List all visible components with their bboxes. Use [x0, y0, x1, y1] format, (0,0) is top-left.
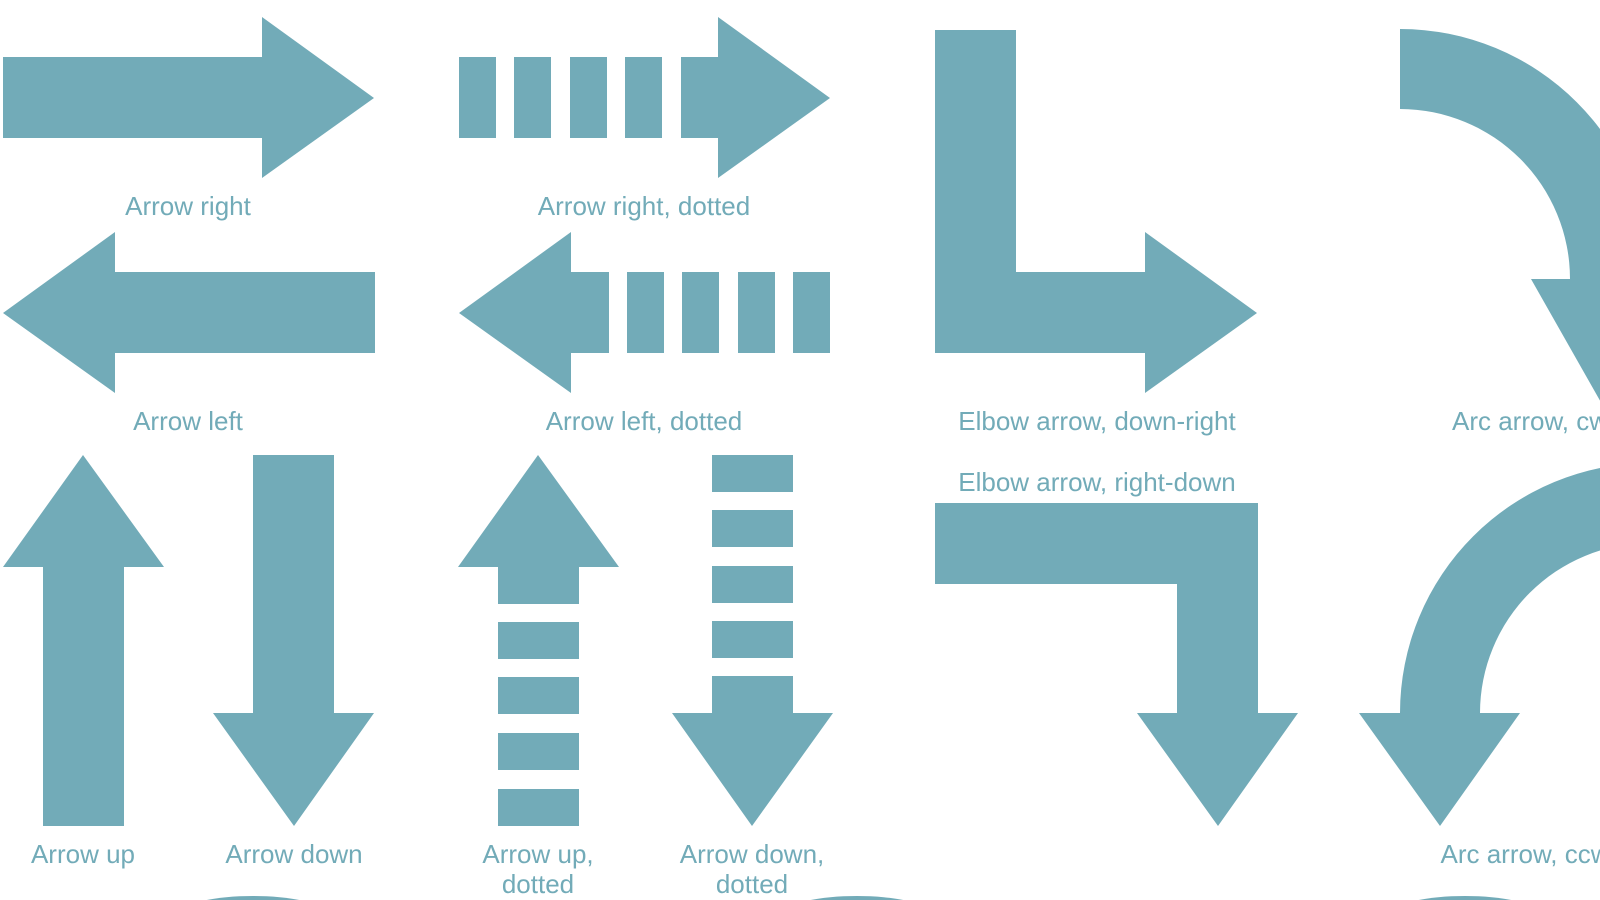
arc-arrow-cw-shape[interactable]: [1400, 29, 1600, 420]
partial-shape-1-icon: [206, 896, 300, 900]
elbow-arrow-down-right-icon: [935, 30, 1257, 393]
partial-shape-row: [206, 896, 1512, 900]
arrow-down-label: Arrow down: [225, 839, 362, 869]
arrow-up-dotted-shape[interactable]: [458, 455, 619, 826]
arrow-left-dotted-shape[interactable]: [459, 232, 830, 393]
arrow-up-dotted-icon: [458, 455, 619, 826]
arrow-up-label: Arrow up: [31, 839, 135, 869]
elbow-arrow-down-right-shape[interactable]: [935, 30, 1257, 393]
arrow-up-dotted-label-line2: dotted: [502, 869, 574, 899]
arrow-right-dotted-icon: [459, 17, 830, 178]
arrow-left-shape[interactable]: [3, 232, 375, 393]
elbow-arrow-right-down-icon: [935, 503, 1298, 826]
arrow-right-shape[interactable]: [3, 17, 374, 178]
partial-shape-3-icon: [1418, 896, 1512, 900]
arrow-down-dotted-icon: [672, 455, 833, 826]
arrow-down-dotted-shape[interactable]: [672, 455, 833, 826]
arc-arrow-cw-icon: [1400, 29, 1600, 401]
arrow-right-icon: [3, 17, 374, 178]
arrow-right-label: Arrow right: [125, 191, 251, 221]
elbow-arrow-down-right-label: Elbow arrow, down-right: [958, 406, 1236, 436]
arc-arrow-ccw-icon: [1359, 468, 1600, 826]
arc-arrow-ccw-shape[interactable]: [1359, 463, 1600, 826]
arrow-right-dotted-label: Arrow right, dotted: [538, 191, 750, 221]
arrow-up-icon: [3, 455, 164, 826]
arrow-down-shape[interactable]: [213, 455, 374, 826]
elbow-arrow-right-down-shape[interactable]: [935, 503, 1298, 826]
partial-shape-2-icon: [810, 896, 904, 900]
arrow-down-dotted-label-line2: dotted: [716, 869, 788, 899]
arrow-left-dotted-label: Arrow left, dotted: [546, 406, 743, 436]
arrow-left-label: Arrow left: [133, 406, 244, 436]
arrow-right-dotted-shape[interactable]: [459, 17, 830, 178]
arrow-down-icon: [213, 455, 374, 826]
arrow-down-dotted-label-line1: Arrow down,: [680, 839, 825, 869]
arc-arrow-cw-label: Arc arrow, cw: [1452, 406, 1600, 436]
arrow-up-dotted-label-line1: Arrow up,: [482, 839, 593, 869]
arrow-left-dotted-icon: [459, 232, 830, 393]
elbow-arrow-right-down-label: Elbow arrow, right-down: [958, 467, 1235, 497]
arrow-left-icon: [3, 232, 375, 393]
arrow-up-shape[interactable]: [3, 455, 164, 826]
arc-arrow-ccw-label: Arc arrow, ccw: [1440, 839, 1600, 869]
